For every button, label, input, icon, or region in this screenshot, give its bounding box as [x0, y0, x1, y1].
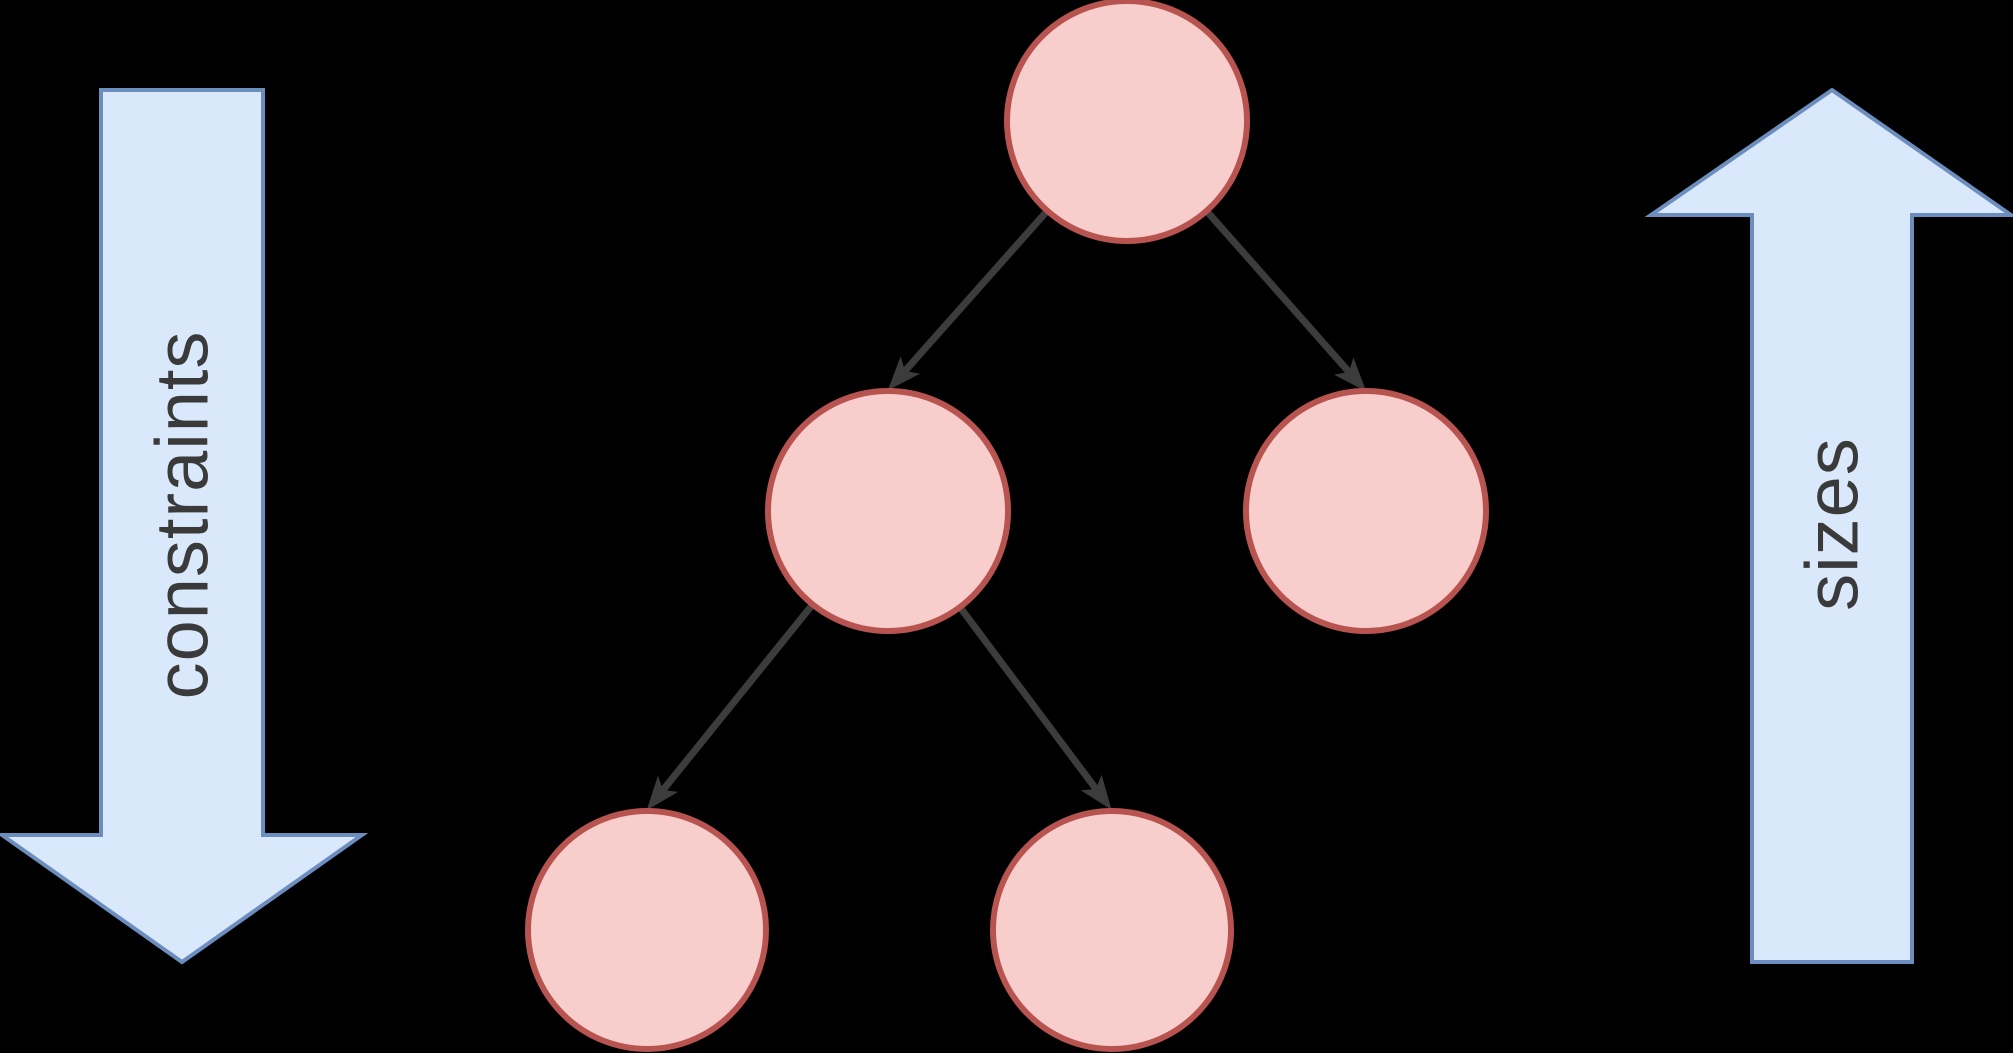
tree-node-left-child: [765, 388, 1011, 634]
tree-node-left-grandchild-left: [525, 808, 769, 1052]
constraints-label: constraints: [141, 331, 224, 700]
tree-node-root: [1004, 0, 1250, 244]
sizes-up-arrow-icon: [1644, 87, 2013, 964]
sizes-label: sizes: [1791, 437, 1874, 611]
constraints-down-arrow-icon: [0, 88, 369, 965]
tree-node-right-child: [1243, 388, 1489, 634]
tree-node-left-grandchild-right: [990, 808, 1234, 1052]
